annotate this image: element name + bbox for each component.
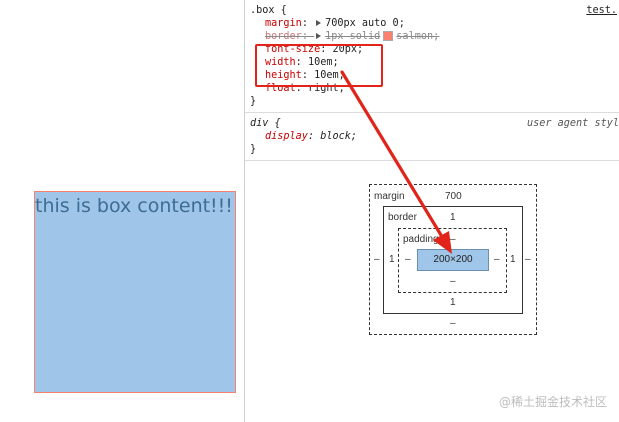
prop-name: width xyxy=(265,57,296,68)
rule-selector[interactable]: .box { xyxy=(250,5,287,16)
prop-name: border xyxy=(265,31,302,42)
expand-triangle-icon[interactable] xyxy=(316,33,322,39)
margin-label: margin xyxy=(374,191,405,202)
prop-value: 20px; xyxy=(332,44,364,55)
margin-right-value[interactable]: – xyxy=(525,254,531,265)
border-top-value[interactable]: 1 xyxy=(450,212,456,223)
css-rule-box: test. .box { margin: 700px auto 0; borde… xyxy=(245,0,619,113)
border-left-value[interactable]: 1 xyxy=(389,254,395,265)
declaration-float[interactable]: float: right; xyxy=(265,83,345,94)
prop-name: margin xyxy=(265,18,302,29)
stylesheet-source-link[interactable]: test. xyxy=(586,5,617,16)
rule-close-brace: } xyxy=(250,144,257,155)
devtools-styles-pane: test. .box { margin: 700px auto 0; borde… xyxy=(244,0,619,422)
border-bottom-value[interactable]: 1 xyxy=(450,297,456,308)
demo-box[interactable]: this is box content!!! xyxy=(34,191,236,393)
padding-label: padding xyxy=(403,234,439,245)
box-model-content[interactable]: 200×200 xyxy=(417,249,489,271)
declaration-height[interactable]: height: 10em; xyxy=(265,70,345,81)
annotation-highlight-box xyxy=(255,44,383,87)
box-model-padding[interactable] xyxy=(398,228,507,293)
prop-name: display xyxy=(265,131,308,142)
margin-bottom-value[interactable]: – xyxy=(450,318,456,329)
expand-triangle-icon[interactable] xyxy=(316,20,322,26)
rule-selector: div { xyxy=(250,118,281,129)
page-preview: this is box content!!! xyxy=(0,0,244,422)
prop-value: 700px auto 0; xyxy=(325,18,405,29)
padding-left-value[interactable]: – xyxy=(405,254,411,265)
box-model-border[interactable] xyxy=(383,206,523,314)
declaration-width[interactable]: width: 10em; xyxy=(265,57,339,68)
margin-top-value[interactable]: 700 xyxy=(445,191,462,202)
prop-value: salmon; xyxy=(396,31,440,42)
border-right-value[interactable]: 1 xyxy=(510,254,516,265)
declaration-display: display: block; xyxy=(265,131,358,142)
watermark: @稀土掘金技术社区 xyxy=(498,395,607,409)
prop-value: 10em; xyxy=(307,57,339,68)
padding-right-value[interactable]: – xyxy=(494,254,500,265)
color-swatch-icon[interactable] xyxy=(383,30,394,41)
box-model-margin[interactable] xyxy=(369,184,537,335)
margin-left-value[interactable]: – xyxy=(374,254,380,265)
prop-value: 1px solid xyxy=(325,31,381,42)
padding-bottom-value[interactable]: – xyxy=(450,276,456,287)
padding-top-value[interactable]: – xyxy=(450,234,456,245)
demo-box-text: this is box content!!! xyxy=(35,195,233,217)
prop-value: 10em; xyxy=(314,70,345,81)
prop-name: float xyxy=(265,83,296,94)
prop-name: height xyxy=(265,70,302,81)
border-label: border xyxy=(388,212,417,223)
prop-value: block; xyxy=(320,131,358,142)
prop-value: right; xyxy=(307,83,345,94)
rule-close-brace: } xyxy=(250,96,257,107)
declaration-margin[interactable]: margin: 700px auto 0; xyxy=(265,18,405,29)
declaration-font-size[interactable]: font-size: 20px; xyxy=(265,44,364,55)
prop-name: font-size xyxy=(265,44,321,55)
user-agent-source: user agent styl xyxy=(526,118,619,129)
